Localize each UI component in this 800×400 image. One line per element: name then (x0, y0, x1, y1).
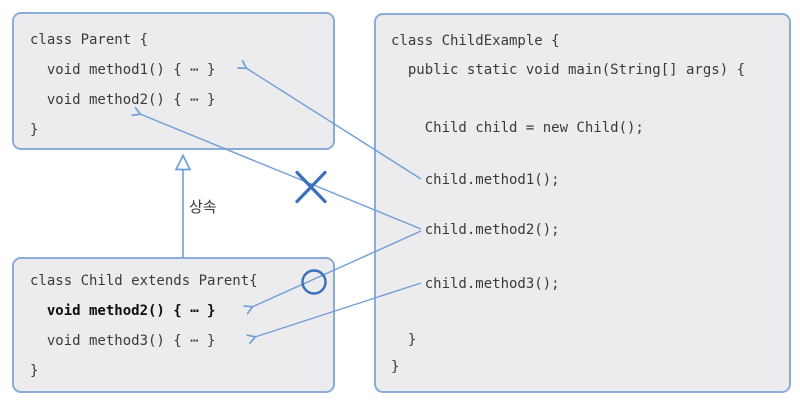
code-line-child-class-decl: class Child extends Parent{ (30, 273, 258, 289)
inheritance-triangle-icon (174, 153, 192, 171)
x-mark-icon (295, 170, 327, 204)
code-line-child-close-brace: } (30, 363, 39, 379)
code-line-example-class-close: } (391, 359, 400, 375)
code-line-example-class-decl: class ChildExample { (391, 33, 560, 49)
inheritance-label: 상속 (189, 198, 217, 216)
code-line-parent-close-brace: } (30, 122, 39, 138)
child-example-class-box (374, 13, 791, 393)
code-line-example-call-method3: child.method3(); (391, 276, 560, 292)
code-line-example-call-method1: child.method1(); (391, 172, 560, 188)
code-line-example-main-decl: public static void main(String[] args) { (391, 62, 746, 78)
code-line-example-new-child: Child child = new Child(); (391, 120, 644, 136)
code-line-child-method3: void method3() { ⋯ } (30, 333, 216, 349)
code-line-child-method2-override: void method2() { ⋯ } (30, 303, 216, 319)
code-line-parent-method1: void method1() { ⋯ } (30, 62, 216, 78)
code-line-example-call-method2: child.method2(); (391, 222, 560, 238)
code-line-example-main-close: } (391, 332, 417, 348)
code-line-parent-class-decl: class Parent { (30, 32, 149, 48)
code-line-parent-method2: void method2() { ⋯ } (30, 92, 216, 108)
